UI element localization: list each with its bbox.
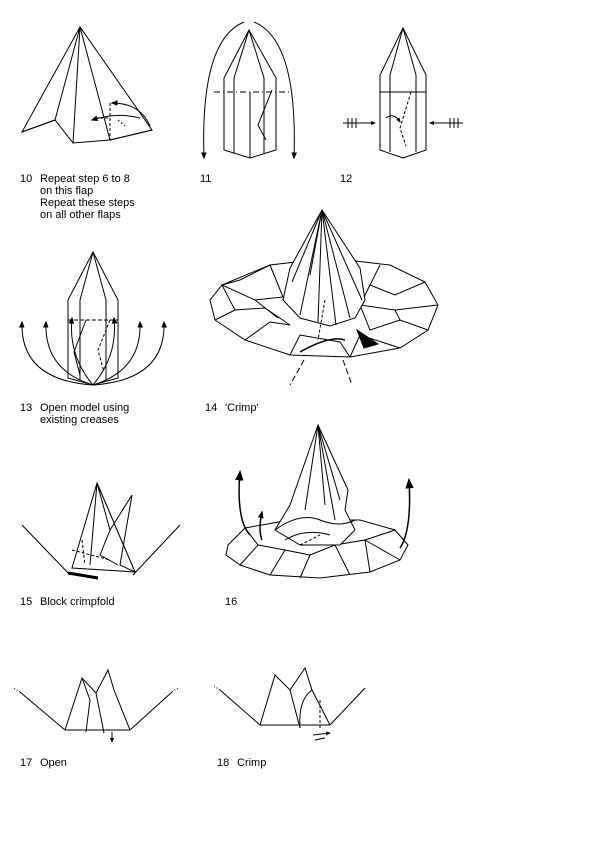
caption-line: Open model using bbox=[40, 402, 130, 414]
step-number: 10 bbox=[20, 173, 33, 185]
step-15-diagram bbox=[22, 483, 180, 578]
step-12-caption: 12 bbox=[340, 173, 360, 185]
step-instruction: 'Crimp' bbox=[225, 402, 259, 414]
step-11-caption: 11 bbox=[200, 173, 220, 185]
step-number: 14 bbox=[205, 402, 218, 414]
step-18-caption: 18 Crimp bbox=[217, 757, 266, 769]
caption-line: Block crimpfold bbox=[40, 596, 115, 608]
step-16-caption: 16 bbox=[225, 596, 245, 608]
caption-line: on all other flaps bbox=[40, 209, 121, 221]
caption-line: Crimp bbox=[237, 757, 267, 769]
step-number: 11 bbox=[200, 173, 212, 185]
step-15-caption: 15 Block crimpfold bbox=[20, 596, 115, 608]
step-11-diagram bbox=[201, 22, 297, 160]
step-16-diagram bbox=[226, 425, 414, 578]
step-number: 18 bbox=[217, 757, 230, 769]
caption-line: Repeat these steps bbox=[40, 197, 135, 209]
step-instruction: Open model using existing creases bbox=[40, 402, 129, 426]
step-number: 12 bbox=[340, 173, 353, 185]
step-12-diagram bbox=[343, 28, 463, 158]
caption-line: on this flap bbox=[40, 185, 94, 197]
step-14-diagram bbox=[210, 210, 438, 385]
step-number: 15 bbox=[20, 596, 33, 608]
caption-line: 'Crimp' bbox=[225, 402, 259, 414]
step-17-diagram bbox=[14, 670, 178, 743]
caption-line: Open bbox=[40, 757, 67, 769]
step-18-diagram bbox=[214, 668, 365, 740]
step-13-caption: 13 Open model using existing creases bbox=[20, 402, 129, 426]
caption-line: existing creases bbox=[40, 414, 119, 426]
step-instruction: Crimp bbox=[237, 757, 266, 769]
step-number: 16 bbox=[225, 596, 238, 608]
step-instruction: Block crimpfold bbox=[40, 596, 115, 608]
caption-line: Repeat step 6 to 8 bbox=[40, 173, 130, 185]
step-number: 13 bbox=[20, 402, 33, 414]
step-10-diagram bbox=[22, 27, 152, 143]
step-number: 17 bbox=[20, 757, 33, 769]
step-10-caption: 10 Repeat step 6 to 8 on this flap Repea… bbox=[20, 173, 135, 221]
step-17-caption: 17 Open bbox=[20, 757, 67, 769]
step-14-caption: 14 'Crimp' bbox=[205, 402, 259, 414]
step-instruction: Open bbox=[40, 757, 67, 769]
step-13-diagram bbox=[19, 252, 167, 385]
step-instruction: Repeat step 6 to 8 on this flap Repeat t… bbox=[40, 173, 135, 221]
